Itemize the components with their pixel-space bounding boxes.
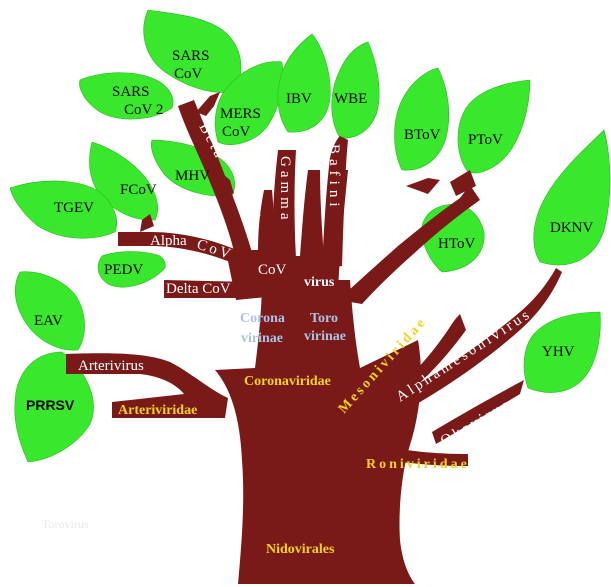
family-label-arteriviridae: Arteriviridae xyxy=(118,403,197,418)
leaf-sars-cov xyxy=(143,9,242,93)
leaf-label-mers-line2: CoV xyxy=(222,124,251,140)
genus-label-bafini: Bafini xyxy=(326,144,342,212)
branch-torovirinae xyxy=(338,185,480,304)
leaf-label-sars-cov-2-line1: SARS xyxy=(112,84,150,100)
leaf-eav xyxy=(14,271,85,351)
leaf-mers-cov xyxy=(214,61,284,145)
order-label-nidovirales: Nidovirales xyxy=(266,542,335,557)
leaf-tgev xyxy=(9,180,118,239)
branch-deltacov xyxy=(164,280,250,298)
leaf-sars-cov-2 xyxy=(79,72,174,120)
leaf-ibv xyxy=(277,33,331,133)
leaf-label-btov: BToV xyxy=(404,127,441,143)
leaf-labels: SARS CoV SARS CoV 2 MERS CoV IBV WBE BTo… xyxy=(26,48,593,413)
leaf-label-sars-cov-2-line2: CoV 2 xyxy=(124,102,163,118)
leaf-label-pedv: PEDV xyxy=(104,262,143,278)
leaf-label-fcov: FCoV xyxy=(120,182,157,198)
leaf-pedv xyxy=(97,251,166,288)
leaf-btov xyxy=(394,67,450,171)
genus-label-alpha-cov: CoV xyxy=(195,237,235,264)
twig-ptov xyxy=(450,170,476,196)
leaf-label-wbe: WBE xyxy=(334,91,367,107)
branch-mesoniviridae xyxy=(380,314,466,400)
leaves xyxy=(9,9,611,463)
leaf-label-dknv: DKNV xyxy=(550,220,593,236)
watermark-text: Torovirus xyxy=(42,517,89,531)
leaf-label-htov: HToV xyxy=(438,236,475,252)
genus-label-arterivirus: Arterivirus xyxy=(78,358,144,374)
twig-sars-cov xyxy=(196,92,220,116)
branch-okavirus xyxy=(432,380,524,444)
subfamily-label-coronavirinae-line2: virinae xyxy=(241,331,283,346)
leaf-label-ptov: PToV xyxy=(468,132,503,148)
leaf-ptov xyxy=(457,79,531,174)
subfamily-label-coronavirinae-line1: Corona xyxy=(240,311,285,326)
leaf-label-sars-cov-line2: CoV xyxy=(174,66,203,82)
genus-label-alpha: Alpha xyxy=(150,233,187,249)
branch-coronavirinae xyxy=(226,170,348,300)
twig-btov xyxy=(406,178,440,194)
leaf-label-yhv: YHV xyxy=(542,344,575,360)
genus-label-delta-cov: Delta CoV xyxy=(166,281,231,297)
branch-roniviridae xyxy=(372,444,468,466)
leaf-label-mhv: MHV xyxy=(175,168,210,184)
twig-fcov xyxy=(140,214,154,232)
leaf-wbe xyxy=(331,41,380,139)
branch-gammacov xyxy=(272,150,296,258)
branch-alphacov xyxy=(118,232,250,270)
twig-mhv xyxy=(212,170,234,194)
branch-arterivirus xyxy=(66,353,228,418)
trunk-and-branches xyxy=(66,92,562,584)
leaf-label-mers-line1: MERS xyxy=(220,106,261,122)
leaf-label-ibv: IBV xyxy=(286,91,312,107)
subfamily-label-torovirinae-line2: virinae xyxy=(304,329,346,344)
leaf-yhv xyxy=(523,311,601,393)
family-label-roniviridae: Roniviridae xyxy=(366,457,470,472)
genus-label-bafini-suffix: virus xyxy=(304,275,335,290)
leaf-label-tgev: TGEV xyxy=(54,200,94,216)
leaf-label-eav: EAV xyxy=(34,313,63,329)
branch-alphamesonivirus xyxy=(380,268,562,418)
leaf-dknv xyxy=(533,129,611,266)
genus-label-gamma: Gamma xyxy=(277,156,293,223)
subfamily-labels: Corona virinae Toro virinae xyxy=(240,311,346,346)
branch-bafinivirus xyxy=(322,136,348,268)
leaf-label-sars-cov-line1: SARS xyxy=(172,48,210,64)
leaf-prrsv xyxy=(14,351,94,463)
trunk xyxy=(215,280,421,584)
leaf-label-prrsv: PRRSV xyxy=(26,397,75,413)
subfamily-label-torovirinae-line1: Toro xyxy=(310,311,338,326)
family-label-coronaviridae: Coronaviridae xyxy=(244,374,331,389)
genus-label-gamma-cov: CoV xyxy=(258,262,287,278)
